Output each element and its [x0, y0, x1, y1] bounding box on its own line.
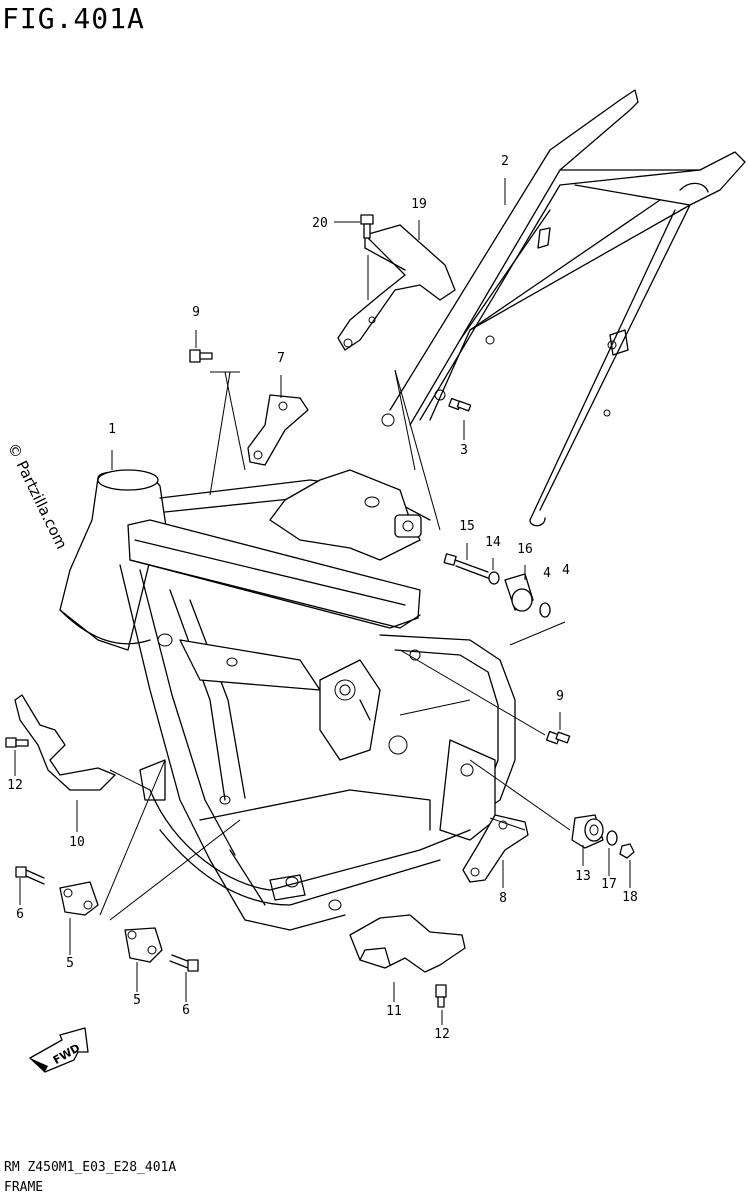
- nut-18[interactable]: [619, 843, 635, 859]
- washer-14[interactable]: [488, 571, 500, 585]
- footer-code: RM Z450M1_E03_E28_401A: [4, 1160, 177, 1175]
- callout-c5a: 5: [66, 956, 74, 971]
- washer-4[interactable]: [539, 602, 551, 618]
- callout-c20: 20: [312, 216, 328, 231]
- callout-c9a: 9: [192, 305, 200, 320]
- callout-c7: 7: [277, 351, 285, 366]
- callout-c13: 13: [575, 869, 591, 884]
- callout-c3: 3: [460, 443, 468, 458]
- bolt-3[interactable]: [448, 397, 472, 412]
- engine-bracket-upper[interactable]: [247, 394, 309, 466]
- callout-c6b: 6: [182, 1003, 190, 1018]
- callout-c5b: 5: [133, 993, 141, 1008]
- callout-c8: 8: [499, 891, 507, 906]
- callout-c17: 17: [601, 877, 617, 892]
- callout-c18: 18: [622, 890, 638, 905]
- engine-mount-5-left[interactable]: [59, 881, 99, 916]
- callout-c4a: 4: [543, 566, 551, 581]
- seat-rail[interactable]: [381, 89, 746, 527]
- callout-c12a: 12: [7, 778, 23, 793]
- callout-c12b: 12: [434, 1027, 450, 1042]
- washer-17[interactable]: [606, 830, 618, 846]
- link-bracket-8[interactable]: [462, 814, 529, 883]
- figure-title: FIG.401A: [2, 2, 145, 35]
- frame-guard-11[interactable]: [349, 914, 466, 973]
- head-tube-top: [97, 469, 159, 491]
- callout-c19: 19: [411, 197, 427, 212]
- callout-c16: 16: [517, 542, 533, 557]
- bolt-6-left[interactable]: [15, 866, 45, 885]
- frame-guard-10[interactable]: [14, 694, 116, 791]
- footer-name: FRAME: [4, 1180, 44, 1195]
- main-frame[interactable]: [59, 469, 516, 931]
- callout-c10: 10: [69, 835, 85, 850]
- bolt-9-upper[interactable]: [189, 349, 213, 363]
- bushing-16[interactable]: [504, 573, 534, 612]
- leader-lines: [14, 178, 631, 1025]
- callout-c2: 2: [501, 154, 509, 169]
- bushing-13[interactable]: [571, 814, 604, 849]
- callout-c15: 15: [459, 519, 475, 534]
- callout-c6a: 6: [16, 907, 24, 922]
- bolt-9-lower[interactable]: [545, 730, 571, 745]
- engine-mount-5-right[interactable]: [124, 927, 163, 963]
- bolt-6-right[interactable]: [169, 954, 199, 972]
- callout-c4b: 4: [562, 563, 570, 578]
- upper-rear-bracket: [269, 469, 421, 561]
- bolt-15[interactable]: [443, 553, 489, 579]
- bolt-12-left[interactable]: [5, 737, 29, 748]
- callout-c14: 14: [485, 535, 501, 550]
- callout-c9b: 9: [556, 689, 564, 704]
- bolt-12-right[interactable]: [435, 984, 447, 1008]
- seat-bracket[interactable]: [337, 224, 456, 351]
- callout-c11: 11: [386, 1004, 402, 1019]
- bolt-20[interactable]: [360, 214, 374, 239]
- fwd-arrow: FWD: [29, 1027, 89, 1073]
- callout-c1: 1: [108, 422, 116, 437]
